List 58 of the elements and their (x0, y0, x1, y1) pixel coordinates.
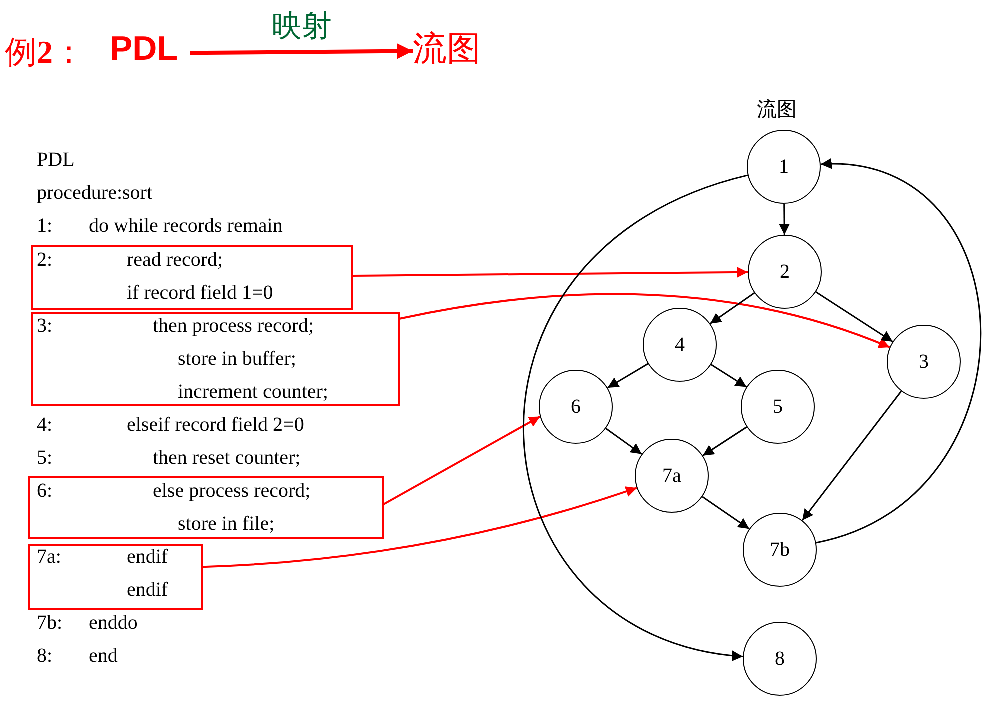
arrow (190, 43, 414, 60)
code-highlight-box (28, 476, 384, 539)
code-highlight-box (31, 245, 353, 310)
line-number: 8: (37, 644, 53, 669)
code-line: increment counter; (178, 380, 328, 405)
arrow (802, 390, 902, 522)
flow-node: 3 (887, 325, 961, 399)
code-line: store in buffer; (178, 347, 296, 372)
arrow (607, 363, 649, 389)
flow-node: 4 (643, 308, 717, 382)
line-number: 6: (37, 479, 53, 504)
line-number: 5: (37, 446, 53, 471)
heading-text: 流图 (413, 26, 481, 72)
code-line: then process record; (153, 314, 314, 339)
arrow (702, 426, 748, 456)
figure-title: 流图 (757, 98, 797, 123)
flow-node: 7b (743, 513, 817, 587)
line-number: 3: (37, 314, 53, 339)
arrow (353, 266, 748, 278)
heading-text: 例2： (5, 33, 85, 72)
line-number: 1: (37, 214, 53, 239)
code-line: elseif record field 2=0 (127, 413, 304, 438)
arrow (779, 204, 790, 235)
arrow (816, 160, 982, 544)
arrow (523, 174, 748, 660)
code-line: endif (127, 545, 168, 570)
code-line: procedure:sort (37, 181, 153, 206)
flow-node: 1 (747, 130, 821, 204)
code-line: PDL (37, 148, 75, 173)
flow-node: 5 (741, 370, 815, 444)
arrow (702, 496, 750, 530)
code-line: end (89, 644, 118, 669)
code-line: else process record; (153, 479, 311, 504)
line-number: 7b: (37, 611, 63, 636)
heading-text: PDL (110, 30, 178, 69)
arrow (606, 428, 642, 456)
code-line: then reset counter; (153, 446, 301, 471)
arrow (816, 291, 894, 343)
code-line: store in file; (178, 512, 275, 537)
code-line: enddo (89, 611, 138, 636)
arrow (710, 364, 748, 388)
line-number: 2: (37, 248, 53, 273)
arrow (400, 293, 890, 349)
line-number: 7a: (37, 545, 62, 570)
code-line: do while records remain (89, 214, 283, 239)
code-line: read record; (127, 248, 224, 273)
arrow (202, 486, 638, 568)
flow-node: 7a (635, 439, 709, 513)
flow-node: 6 (539, 370, 613, 444)
arrow (710, 292, 756, 324)
code-highlight-box (28, 544, 203, 610)
flow-node: 8 (743, 622, 817, 696)
line-number: 4: (37, 413, 53, 438)
flow-node: 2 (748, 235, 822, 309)
code-highlight-box (31, 312, 400, 406)
code-line: if record field 1=0 (127, 281, 274, 306)
arrow (384, 416, 541, 506)
code-line: endif (127, 578, 168, 603)
